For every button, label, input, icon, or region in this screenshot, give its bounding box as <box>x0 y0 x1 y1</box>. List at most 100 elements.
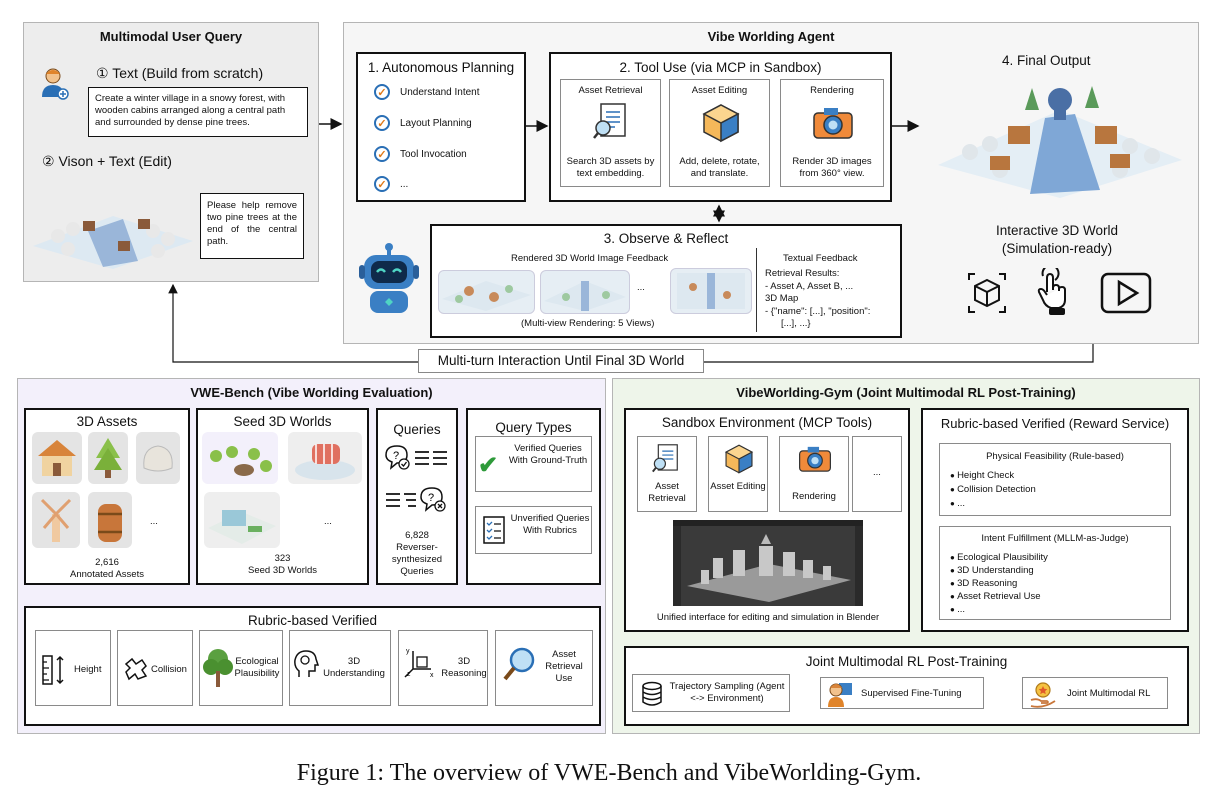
edit-prompt-bubble: Please help remove two pine trees at the… <box>200 193 304 259</box>
rubric-reasoning-label: 3D Reasoning <box>441 656 487 679</box>
bench-title: VWE-Bench (Vibe Worlding Evaluation) <box>190 385 433 400</box>
tool-desc: Render 3D images from 360° view. <box>792 156 872 179</box>
textual-feedback-body: Retrieval Results: - Asset A, Asset B, .… <box>765 268 871 329</box>
image-feedback-label: Rendered 3D World Image Feedback <box>511 253 669 264</box>
camera-icon <box>798 445 832 478</box>
sandbox-tool-rendering: Rendering <box>779 436 849 512</box>
render-view-2 <box>540 270 630 314</box>
seeds-count: 323 Seed 3D Worlds <box>248 553 317 576</box>
tool-name: Asset Retrieval <box>578 85 643 96</box>
blender-screenshot <box>673 520 863 606</box>
snowy-village-image <box>28 191 198 271</box>
check-icon: ✓ <box>374 115 390 131</box>
planning-title: 1. Autonomous Planning <box>367 60 515 75</box>
user-query-panel: Multimodal User Query ① Text (Build from… <box>23 22 319 282</box>
rl-step-sft: Supervised Fine-Tuning <box>820 677 984 709</box>
rubric-ecological-label: Ecological Plausibility <box>234 656 280 679</box>
rubric-understanding-card: 3D Understanding <box>289 630 391 706</box>
seeds-ellipsis: ... <box>324 516 332 527</box>
edit-prompt: Please help remove two pine trees at the… <box>207 200 297 247</box>
brain-head-icon <box>293 649 320 684</box>
views-ellipsis: ... <box>637 282 645 293</box>
seed-world-3-image <box>204 492 280 548</box>
tree-icon <box>203 647 233 694</box>
tool-rendering: Rendering Render 3D images from 360° vie… <box>780 79 884 187</box>
intent-title: Intent Fulfillment (MLLM-as-Judge) <box>981 533 1129 544</box>
unverified-queries-label: Unverified Queries With Rubrics <box>510 513 590 536</box>
physical-feasibility-card: Physical Feasibility (Rule-based) Height… <box>939 443 1171 516</box>
cube-edit-icon <box>700 102 742 149</box>
document-search-icon <box>593 102 631 147</box>
reward-title: Rubric-based Verified (Reward Service) <box>940 416 1170 431</box>
planning-box: 1. Autonomous Planning ✓Understand Inten… <box>356 52 526 202</box>
gym-title: VibeWorlding-Gym (Joint Multimodal RL Po… <box>736 385 1076 400</box>
query-cross-icon: ? <box>384 484 454 521</box>
cube-edit-icon <box>723 443 755 480</box>
final-output-title: 4. Final Output <box>1002 53 1091 68</box>
query-types-title: Query Types <box>495 420 572 435</box>
rubric-ecological-card: Ecological Plausibility <box>199 630 283 706</box>
rl-step-trajectory: Trajectory Sampling (Agent <-> Environme… <box>632 674 790 712</box>
windmill-asset-image <box>32 492 80 548</box>
bench-rubric-title: Rubric-based Verified <box>247 613 378 628</box>
physical-list: Height Check Collision Detection ... <box>950 469 1036 511</box>
3d-cube-icon <box>967 272 1007 319</box>
seed-world-1-image <box>202 432 278 484</box>
tool-use-title: 2. Tool Use (via MCP in Sandbox) <box>619 60 822 75</box>
plan-item: ✓Understand Intent <box>374 84 480 100</box>
rubric-collision-label: Collision <box>151 664 187 675</box>
svg-text:?: ? <box>393 450 399 462</box>
plan-item: ✓Tool Invocation <box>374 146 467 162</box>
svg-text:x: x <box>430 672 434 679</box>
ruler-icon <box>42 655 66 690</box>
text-prompt: Create a winter village in a snowy fores… <box>95 93 286 128</box>
rubric-retrieval-label: Asset Retrieval Use <box>545 649 583 684</box>
magnifier-icon <box>502 647 536 688</box>
tool-asset-retrieval: Asset Retrieval Search 3D assets by text… <box>560 79 661 187</box>
svg-text:y: y <box>406 648 410 655</box>
tool-name: Asset Editing <box>691 85 748 96</box>
tool-desc: Search 3D assets by text embedding. <box>566 156 655 179</box>
svg-text:?: ? <box>428 492 434 504</box>
loop-label: Multi-turn Interaction Until Final 3D Wo… <box>418 349 704 373</box>
sandbox-tool-label: Asset Editing <box>710 481 766 492</box>
rl-title: Joint Multimodal RL Post-Training <box>805 654 1008 669</box>
rl-step-label: Joint Multimodal RL <box>1067 688 1151 699</box>
observe-title: 3. Observe & Reflect <box>603 231 729 246</box>
pine-tree-asset-image <box>88 432 128 484</box>
user-query-title: Multimodal User Query <box>99 29 243 44</box>
intent-list: Ecological Plausibility 3D Understanding… <box>950 551 1048 616</box>
tool-desc: Add, delete, rotate, and translate. <box>679 156 760 179</box>
play-icon <box>1100 272 1152 319</box>
database-icon <box>641 681 663 712</box>
checklist-icon <box>482 515 508 550</box>
intent-fulfillment-card: Intent Fulfillment (MLLM-as-Judge) Ecolo… <box>939 526 1171 620</box>
rl-step-joint-rl: Joint Multimodal RL <box>1022 677 1168 709</box>
sandbox-tool-label: Asset Retrieval <box>648 481 686 504</box>
unverified-queries-card: Unverified Queries With Rubrics <box>475 506 592 554</box>
tool-asset-editing: Asset Editing Add, delete, rotate, and t… <box>669 79 770 187</box>
observe-divider <box>756 248 757 332</box>
multiview-label: (Multi-view Rendering: 5 Views) <box>521 318 655 329</box>
verified-queries-label: Verified Queries With Ground-Truth <box>508 443 588 466</box>
plan-item: ✓Layout Planning <box>374 115 472 131</box>
user-icon <box>40 67 70 106</box>
verified-queries-card: ✔ Verified Queries With Ground-Truth <box>475 436 592 492</box>
rock-asset-image <box>136 432 180 484</box>
sandbox-tool-retrieval: Asset Retrieval <box>637 436 697 512</box>
sandbox-tool-editing: Asset Editing <box>708 436 768 512</box>
check-icon: ✓ <box>374 146 390 162</box>
sandbox-tool-more: ... <box>852 436 902 512</box>
green-check-icon: ✔ <box>478 452 499 479</box>
assets-title: 3D Assets <box>76 414 138 429</box>
collision-icon <box>123 656 149 687</box>
query-types-box: Query Types <box>466 408 601 585</box>
rubric-collision-card: Collision <box>117 630 193 706</box>
camera-icon <box>812 106 854 145</box>
agent-title: Vibe Worlding Agent <box>707 29 835 44</box>
rubric-height-card: Height <box>35 630 111 706</box>
sandbox-tool-label: Rendering <box>792 491 836 502</box>
query-check-icon: ? <box>383 442 451 479</box>
figure-caption: Figure 1: The overview of VWE-Bench and … <box>296 760 922 786</box>
